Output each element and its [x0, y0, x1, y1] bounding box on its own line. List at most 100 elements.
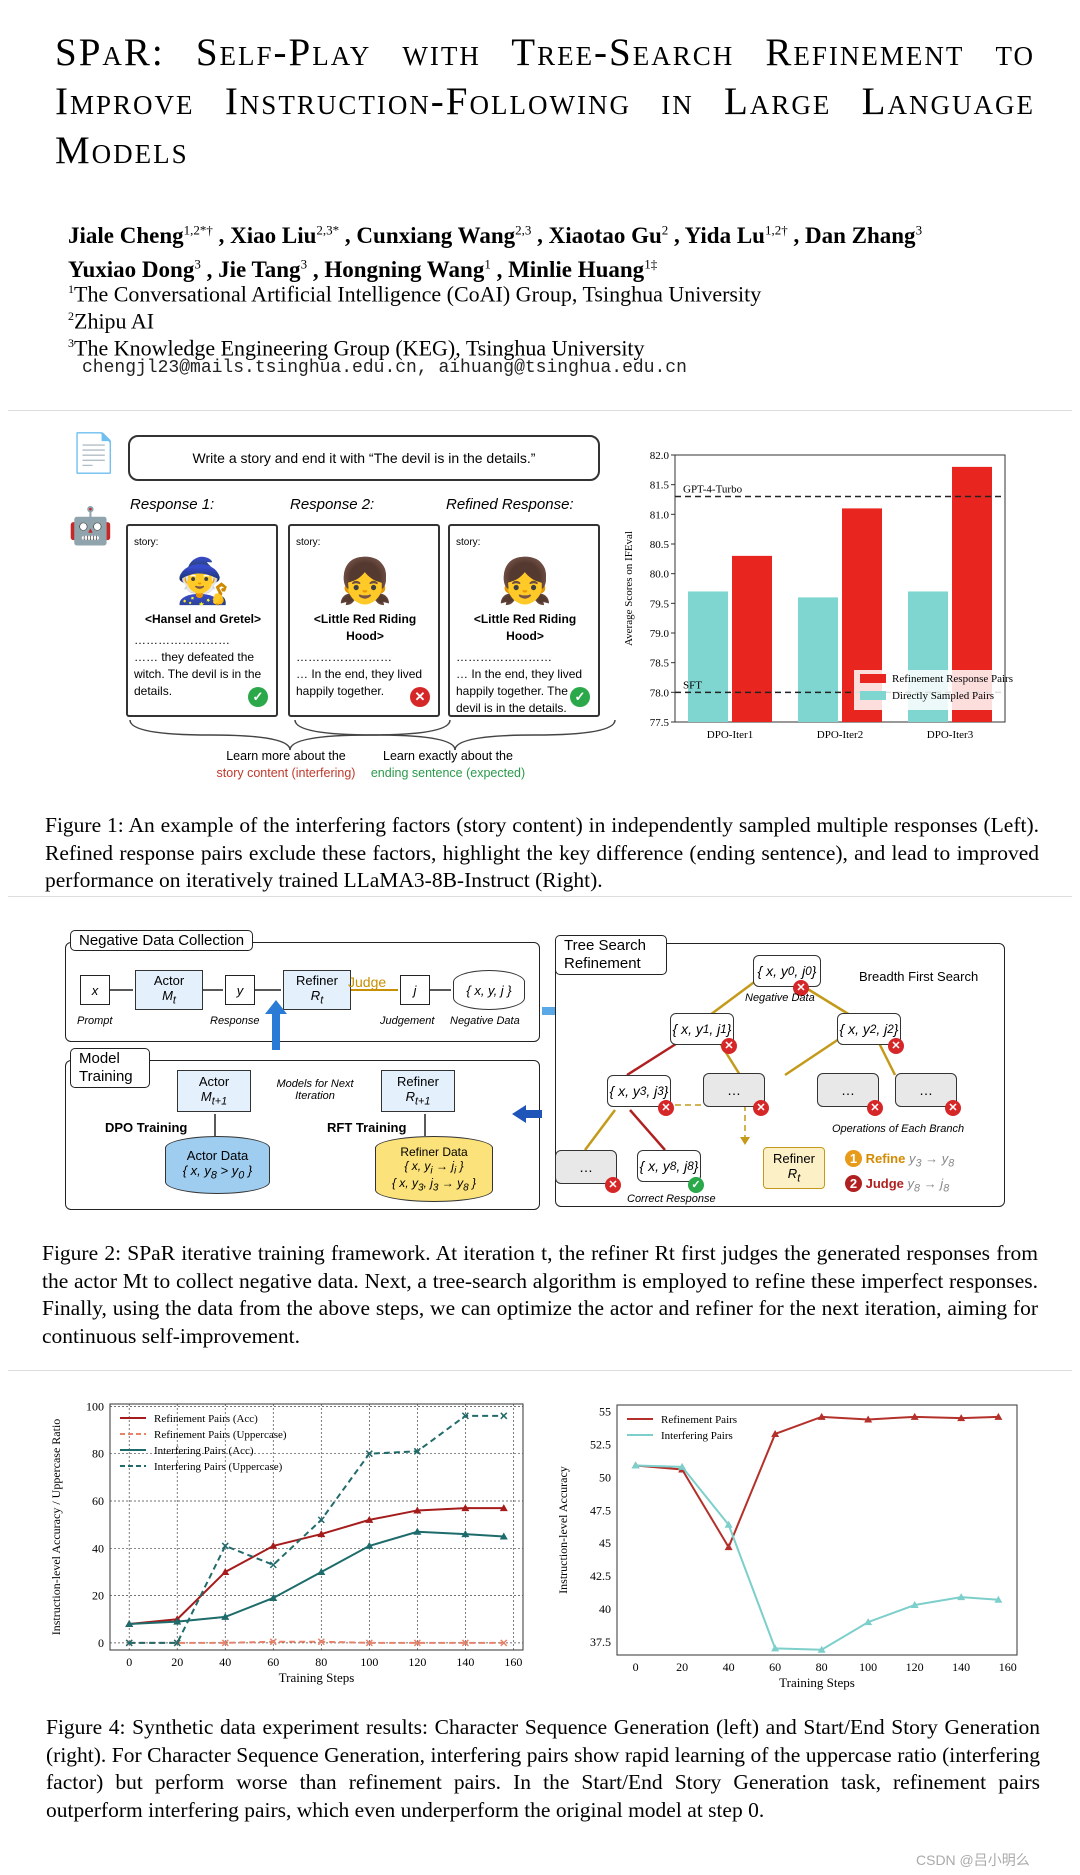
x-tick-label: 120 [408, 1655, 426, 1669]
story-prompt: Write a story and end it with “The devil… [128, 435, 600, 481]
y-tick-label: 60 [92, 1494, 104, 1508]
response-card-1: story: 🧙 <Hansel and Gretel> …………………… ……… [126, 524, 278, 717]
judgement-label: Judgement [380, 1015, 435, 1027]
data-point [957, 1593, 966, 1601]
y-tick-label: 81.5 [650, 480, 670, 492]
data-point [724, 1520, 733, 1528]
x-tick-label: DPO-Iter1 [707, 729, 753, 741]
x-tick-label: 20 [171, 1655, 183, 1669]
legend-label: Directly Sampled Pairs [892, 690, 994, 702]
data-point [817, 1412, 826, 1420]
negative-data-cylinder: { x, y, j } [453, 970, 525, 1010]
y-tick-label: 82.0 [650, 450, 670, 462]
data-point [221, 1639, 229, 1647]
series-line [129, 1507, 504, 1625]
x-tick-label: 0 [633, 1660, 639, 1674]
x-tick-label: 40 [219, 1655, 231, 1669]
rft-training-label: RFT Training [327, 1120, 407, 1135]
y-tick-label: 79.5 [650, 598, 670, 610]
legend-label: Interfering Pairs (Acc) [154, 1445, 254, 1457]
data-point [317, 1638, 325, 1646]
check-icon: ✓ [248, 687, 268, 707]
neg-data-label: Negative Data [745, 992, 815, 1004]
y-tick-label: 52.5 [590, 1437, 611, 1451]
data-point [125, 1619, 134, 1627]
legend-label: Refinement Pairs (Acc) [154, 1413, 258, 1425]
red-hood-icon: 👧 [337, 556, 393, 606]
refined-response-card: story: 👧 <Little Red Riding Hood> ………………… [448, 524, 600, 717]
y-tick-label: 45 [599, 1536, 611, 1550]
panel-header: Model Training [70, 1048, 150, 1088]
x-tick-label: 160 [504, 1655, 522, 1669]
author-name: Hongning Wang1 [324, 256, 491, 283]
data-point [500, 1639, 508, 1647]
plot-frame [109, 1403, 524, 1651]
author-line-2: Yuxiao Dong3 , Jie Tang3 , Hongning Wang… [68, 256, 658, 283]
correct-response-label: Correct Response [627, 1193, 716, 1205]
prompt-label: Prompt [77, 1015, 113, 1027]
data-point [678, 1462, 687, 1470]
data-point [173, 1639, 181, 1647]
response-label: Response [210, 1015, 260, 1027]
author-name: Xiaotao Gu2 [548, 222, 669, 248]
x-tick-label: 60 [769, 1660, 781, 1674]
y-tick-label: 42.5 [590, 1569, 611, 1583]
tree-search-panel: Tree Search Refinement Breadth First Sea… [555, 935, 1005, 1210]
y-axis-label: Average Scores on IFEval [623, 531, 635, 646]
x-tick-label: 140 [952, 1660, 970, 1674]
data-point [317, 1567, 326, 1575]
check-icon: ✓ [688, 1177, 704, 1193]
data-point [125, 1639, 133, 1647]
watermark: CSDN @吕小明么 [916, 1852, 1030, 1868]
legend-label: Refinement Response Pairs [892, 673, 1013, 685]
refine-op: 1 Refine y3 → y8 [845, 1150, 954, 1170]
y-tick-label: 40 [92, 1541, 104, 1555]
plot-frame [616, 1404, 1018, 1656]
data-point [317, 1516, 325, 1524]
reference-label: GPT-4-Turbo [683, 484, 743, 496]
y-tick-label: 81.0 [650, 509, 670, 521]
y-axis-label: Instruction-level Accuracy / Uppercase R… [49, 1419, 63, 1636]
data-point [864, 1415, 873, 1423]
author-name: Xiao Liu2,3* [230, 222, 340, 248]
x-axis-label: Training Steps [279, 1670, 355, 1685]
y-tick-label: 78.0 [650, 687, 670, 699]
y-tick-label: 55 [599, 1405, 611, 1419]
author-line-1: Jiale Cheng1,2*† , Xiao Liu2,3* , Cunxia… [68, 222, 923, 248]
data-point [461, 1504, 470, 1512]
data-point [269, 1561, 277, 1569]
data-point [269, 1593, 278, 1601]
y-tick-label: 20 [92, 1589, 104, 1603]
negative-data-label: Negative Data [450, 1015, 520, 1027]
y-tick-label: 0 [98, 1636, 104, 1650]
data-point [461, 1530, 470, 1538]
left-arrow-icon [512, 1105, 542, 1128]
data-point [499, 1532, 508, 1540]
legend-label: Interfering Pairs [661, 1430, 733, 1442]
y-tick-label: 80 [92, 1447, 104, 1461]
data-point [269, 1541, 278, 1549]
data-point [413, 1639, 421, 1647]
bfs-label: Breadth First Search [859, 969, 979, 984]
robot-icon: 🤖 [68, 506, 113, 546]
cross-icon: ✕ [867, 1100, 883, 1116]
up-arrow-icon [265, 1000, 287, 1050]
data-point [910, 1412, 919, 1420]
bar-directly-sampled [798, 597, 838, 722]
data-point [771, 1429, 780, 1437]
data-point [413, 1506, 422, 1514]
check-icon: ✓ [570, 687, 590, 707]
figure-2-caption: Figure 2: SPaR iterative training framew… [42, 1241, 1038, 1348]
figure-4-caption: Figure 4: Synthetic data experiment resu… [46, 1715, 1040, 1822]
divider [8, 410, 1072, 411]
response-card-2: story: 👧 <Little Red Riding Hood> ………………… [288, 524, 440, 717]
